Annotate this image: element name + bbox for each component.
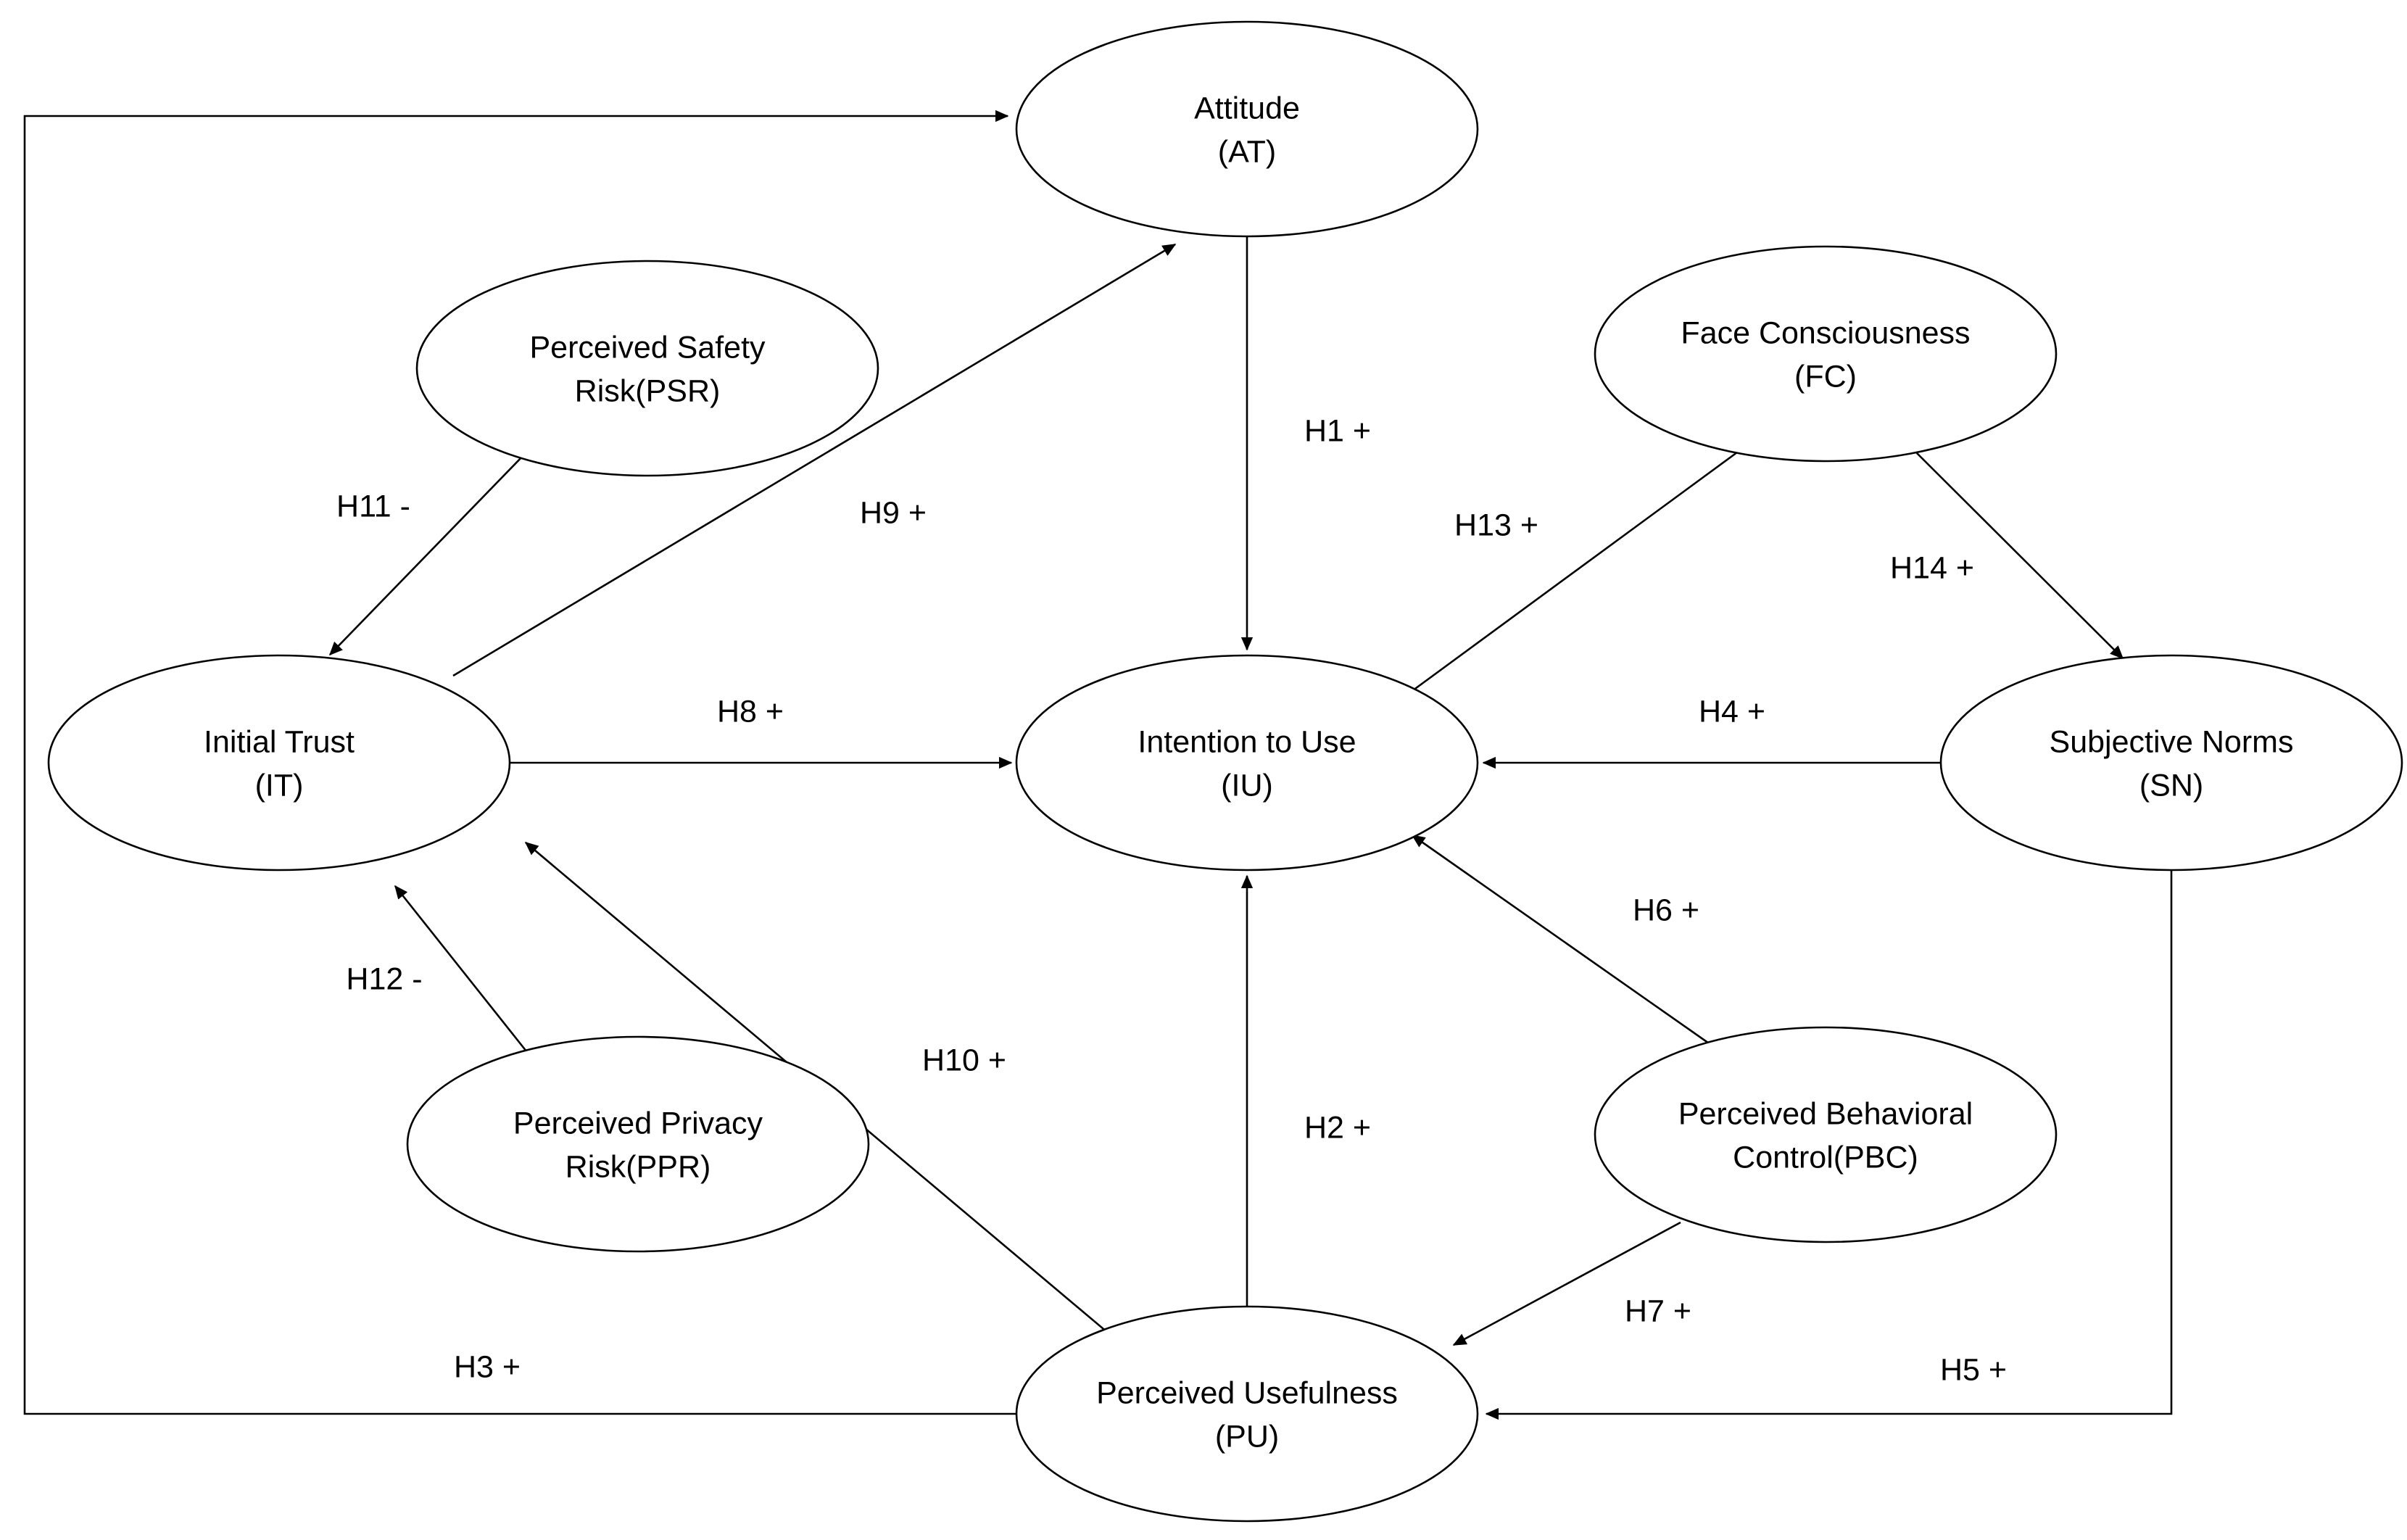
- edge-h2: H2 +: [1240, 874, 1371, 1307]
- node-it-label-line1: Initial Trust: [204, 724, 355, 759]
- edge-h3: H3 +: [23, 109, 1016, 1415]
- node-sn-label-line1: Subjective Norms: [2050, 724, 2294, 759]
- edge-h8: H8 +: [510, 694, 1013, 769]
- edge-h2-label: H2 +: [1304, 1110, 1371, 1145]
- node-it-ellipse[interactable]: [47, 654, 511, 872]
- edge-h6: H6 +: [1411, 834, 1719, 1051]
- node-sn-label-line2: (SN): [2139, 768, 2203, 803]
- edge-h4-label: H4 +: [1699, 694, 1765, 729]
- node-at[interactable]: Attitude (AT): [1015, 20, 1479, 238]
- edge-h12-path: [394, 885, 539, 1067]
- node-iu-label-line2: (IU): [1221, 768, 1273, 803]
- node-psr-ellipse[interactable]: [415, 260, 879, 477]
- edge-h7: H7 +: [1452, 1221, 1691, 1346]
- edge-h13-path: [1398, 449, 1741, 702]
- edge-h11-label: H11 -: [336, 489, 410, 523]
- node-at-ellipse[interactable]: [1015, 20, 1479, 238]
- node-sn-ellipse[interactable]: [1939, 654, 2403, 872]
- edge-h12-label: H12 -: [346, 961, 422, 996]
- node-pu-label-line1: Perceived Usefulness: [1096, 1375, 1398, 1410]
- node-psr-label-line2: Risk(PSR): [575, 373, 721, 408]
- node-pbc-ellipse[interactable]: [1594, 1026, 2058, 1243]
- node-fc-ellipse[interactable]: [1594, 245, 2058, 463]
- edge-h14: H14 +: [1890, 450, 2124, 660]
- edge-h9-path: [452, 243, 1177, 677]
- edge-h1: H1 +: [1240, 236, 1371, 651]
- edge-h10-label: H10 +: [922, 1043, 1006, 1077]
- edge-h7-path: [1452, 1221, 1681, 1346]
- node-ppr-label-line1: Perceived Privacy: [513, 1106, 763, 1140]
- node-iu-label-line1: Intention to Use: [1138, 724, 1356, 759]
- node-it-label-line2: (IT): [255, 768, 304, 803]
- edge-h9-label: H9 +: [860, 495, 927, 530]
- edge-h14-label: H14 +: [1890, 550, 1974, 585]
- edge-h6-path: [1411, 834, 1719, 1051]
- edge-h7-label: H7 +: [1625, 1293, 1691, 1328]
- edge-h13-label: H13 +: [1454, 508, 1538, 542]
- node-at-label-line1: Attitude: [1194, 91, 1300, 125]
- node-ppr[interactable]: Perceived Privacy Risk(PPR): [406, 1035, 870, 1253]
- edge-h3-path: [23, 109, 1016, 1415]
- node-pbc[interactable]: Perceived Behavioral Control(PBC): [1594, 1026, 2058, 1243]
- node-pu[interactable]: Perceived Usefulness (PU): [1015, 1305, 1479, 1523]
- node-iu-ellipse[interactable]: [1015, 654, 1479, 872]
- edge-h3-label: H3 +: [454, 1349, 521, 1384]
- edge-h4: H4 +: [1482, 694, 1941, 769]
- node-sn[interactable]: Subjective Norms (SN): [1939, 654, 2403, 872]
- node-fc-label-line1: Face Consciousness: [1681, 315, 1970, 350]
- edge-h12: H12 -: [346, 885, 539, 1067]
- node-ppr-ellipse[interactable]: [406, 1035, 870, 1253]
- edge-h8-label: H8 +: [717, 694, 784, 729]
- node-ppr-label-line2: Risk(PPR): [566, 1149, 711, 1184]
- node-pbc-label-line1: Perceived Behavioral: [1678, 1096, 1973, 1131]
- node-pbc-label-line2: Control(PBC): [1733, 1140, 1918, 1175]
- edge-h11-path: [328, 455, 524, 656]
- node-iu[interactable]: Intention to Use (IU): [1015, 654, 1479, 872]
- node-at-label-line2: (AT): [1218, 134, 1276, 169]
- node-fc-label-line2: (FC): [1794, 359, 1857, 394]
- node-psr-label-line1: Perceived Safety: [529, 330, 766, 365]
- edge-h13: H13 +: [1398, 449, 1741, 702]
- node-pu-label-line2: (PU): [1215, 1419, 1279, 1454]
- edge-h11: H11 -: [328, 455, 524, 656]
- edge-h6-label: H6 +: [1633, 893, 1699, 927]
- edge-h14-path: [1913, 450, 2124, 660]
- node-it[interactable]: Initial Trust (IT): [47, 654, 511, 872]
- node-fc[interactable]: Face Consciousness (FC): [1594, 245, 2058, 463]
- edge-h5-label: H5 +: [1940, 1352, 2007, 1387]
- edge-h5: H5 +: [1485, 870, 2173, 1420]
- node-pu-ellipse[interactable]: [1015, 1305, 1479, 1523]
- edge-h1-label: H1 +: [1304, 413, 1371, 448]
- node-psr[interactable]: Perceived Safety Risk(PSR): [415, 260, 879, 477]
- edge-h5-path: [1485, 870, 2173, 1420]
- edge-h9: H9 +: [452, 243, 1177, 677]
